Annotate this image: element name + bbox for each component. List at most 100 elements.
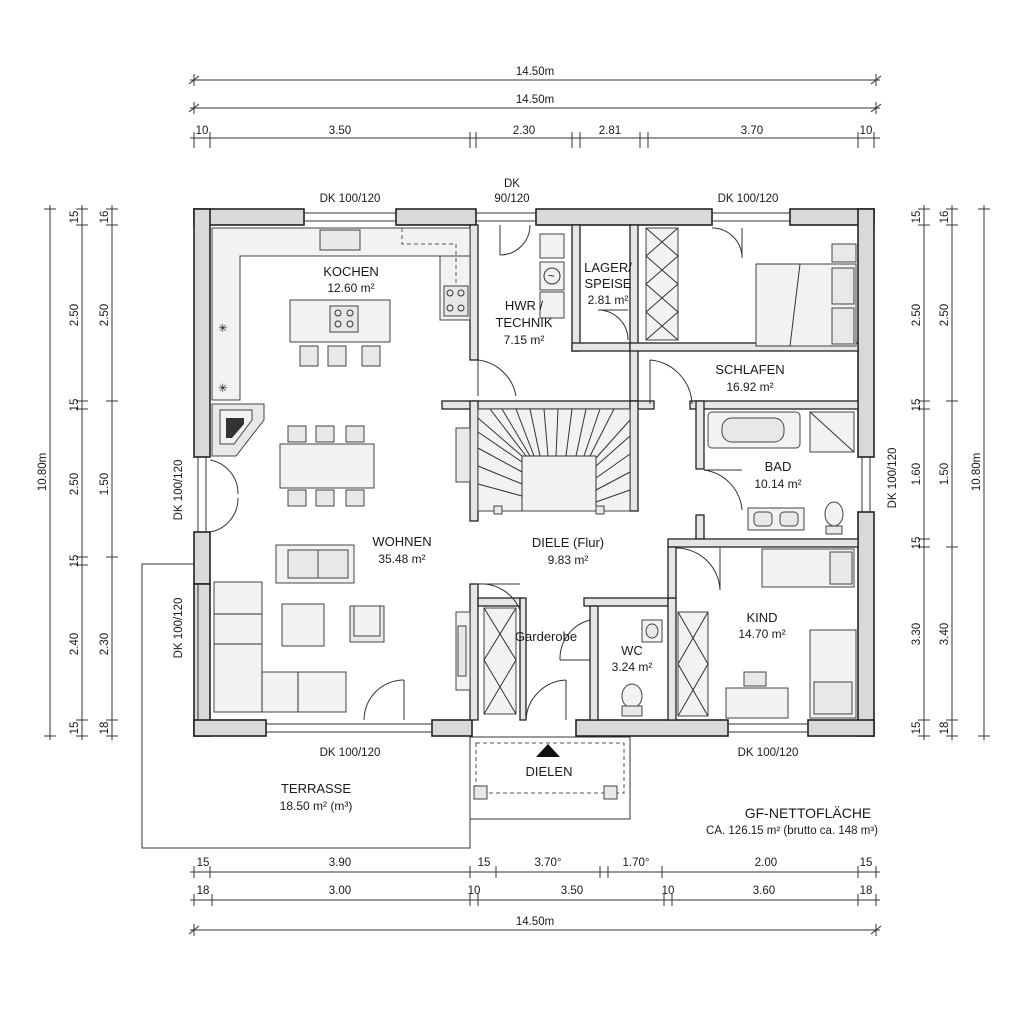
bottom-dimensions: 15 3.90 15 3.70° 1.70° 2.00 15 18 3.00 1…: [188, 857, 882, 936]
room-dielen-name: DIELEN: [526, 764, 573, 779]
room-hwr-area: 7.15 m²: [504, 333, 545, 347]
bed-double: [755, 243, 857, 347]
window-label-kochen-top: DK 100/120: [320, 193, 381, 205]
room-kochen-name: KOCHEN: [323, 264, 379, 279]
dim-bottom-r1-6: 15: [860, 857, 873, 869]
dim-left-inner-4: 18: [99, 722, 111, 735]
room-hwr-name2: TECHNIK: [495, 315, 552, 330]
room-kochen-area: 12.60 m²: [327, 281, 374, 295]
dim-right-outer-3: 3.40: [939, 623, 951, 645]
dim-left-inner-1: 2.50: [99, 304, 111, 326]
window-labels: DK 100/120 DK 90/120 DK 100/120 DK 100/1…: [173, 178, 899, 759]
window-label-schlafen-top: DK 100/120: [718, 193, 779, 205]
entrance-porch: [469, 736, 631, 820]
dim-left-inner-0: 16: [99, 211, 111, 224]
wc-fixtures: [621, 619, 663, 717]
dim-bottom-r1-0: 15: [197, 857, 210, 869]
exterior-walls: [193, 208, 875, 737]
right-dimensions: 15 2.50 15 1.60 15 3.30 15 16 2.50 1.50 …: [911, 205, 990, 740]
room-garderobe-name: Garderobe: [515, 629, 577, 644]
room-wc-area: 3.24 m²: [612, 660, 653, 674]
room-bad-area: 10.14 m²: [754, 477, 801, 491]
dim-left-outer-4: 15: [69, 555, 81, 568]
dim-right-inner-3: 1.60: [911, 463, 923, 485]
svg-text:✳: ✳: [218, 383, 228, 395]
top-dimensions: 14.50m 14.50m 10 3.50 2.30 2.81 3.70 10: [188, 66, 882, 148]
sink-icon: [319, 229, 361, 251]
dim-top-total-1: 14.50m: [516, 66, 554, 78]
dim-left-inner-2: 1.50: [99, 473, 111, 495]
dim-bottom-r1-4: 1.70°: [623, 857, 650, 869]
summary-title: GF-NETTOFLÄCHE: [745, 805, 872, 821]
dim-top-seg-5: 10: [860, 125, 873, 137]
room-kind-name: KIND: [746, 610, 777, 625]
dim-top-total-2: 14.50m: [516, 94, 554, 106]
dim-left-outer-1: 2.50: [69, 304, 81, 326]
door-swings: [209, 224, 743, 721]
dim-left-outer-3: 2.50: [69, 473, 81, 495]
dim-right-outer-1: 2.50: [939, 304, 951, 326]
room-bad-name: BAD: [765, 459, 792, 474]
dim-top-seg-4: 3.70: [741, 125, 763, 137]
window-label-wohnen-bottom: DK 100/120: [320, 747, 381, 759]
dim-top-seg-3: 2.81: [599, 125, 621, 137]
fireplace: [211, 403, 265, 457]
wardrobes: [455, 227, 709, 717]
dim-right-inner-1: 2.50: [911, 304, 923, 326]
dim-left-outer-0: 15: [69, 211, 81, 224]
dim-left-outer-2: 15: [69, 399, 81, 412]
dim-bottom-r2-4: 10: [662, 885, 675, 897]
dim-bottom-r2-3: 3.50: [561, 885, 583, 897]
dim-right-inner-5: 3.30: [911, 623, 923, 645]
dim-bottom-r1-5: 2.00: [755, 857, 777, 869]
dim-right-inner-0: 15: [911, 211, 923, 224]
dim-bottom-total: 14.50m: [516, 916, 554, 928]
staircase: [455, 408, 631, 515]
dim-bottom-r2-6: 18: [860, 885, 873, 897]
room-wc-name: WC: [621, 643, 643, 658]
window-label-bad-right: DK 100/120: [887, 448, 899, 509]
room-labels: KOCHEN 12.60 m² HWR / TECHNIK 7.15 m² LA…: [280, 260, 802, 813]
dim-right-outer-4: 18: [939, 722, 951, 735]
dim-bottom-r2-0: 18: [197, 885, 210, 897]
room-terrasse-name: TERRASSE: [281, 781, 351, 796]
room-kind-area: 14.70 m²: [738, 627, 785, 641]
dim-right-outer-2: 1.50: [939, 463, 951, 485]
dim-right-inner-2: 15: [911, 399, 923, 412]
hwr-appliances: ~: [539, 233, 565, 319]
room-schlafen-name: SCHLAFEN: [715, 362, 784, 377]
dim-right-total: 10.80m: [971, 453, 983, 491]
windows: [197, 212, 871, 733]
svg-text:~: ~: [548, 271, 555, 283]
living-furniture: [213, 544, 385, 713]
dim-right-inner-4: 15: [911, 537, 923, 550]
room-lager-name: LAGER/: [584, 260, 632, 275]
area-summary: GF-NETTOFLÄCHE CA. 126.15 m² (brutto ca.…: [706, 805, 878, 837]
room-wohnen-name: WOHNEN: [372, 534, 431, 549]
dim-top-seg-1: 3.50: [329, 125, 351, 137]
room-hwr-name: HWR /: [505, 298, 544, 313]
room-lager-area: 2.81 m²: [588, 293, 629, 307]
room-diele-area: 9.83 m²: [548, 553, 589, 567]
room-wohnen-area: 35.48 m²: [378, 552, 425, 566]
dim-bottom-r2-2: 10: [468, 885, 481, 897]
window-label-wohnen-left-upper: DK 100/120: [173, 460, 185, 521]
dim-bottom-r1-3: 3.70°: [535, 857, 562, 869]
wc-toilet-icon: [621, 683, 643, 709]
svg-text:✳: ✳: [218, 323, 228, 335]
dim-bottom-r1-2: 15: [478, 857, 491, 869]
dim-right-outer-0: 16: [939, 211, 951, 224]
left-dimensions: 10.80m 15 2.50 15 2.50 15 2.40 15 16 2.5…: [37, 205, 118, 740]
room-lager-name2: SPEISE: [585, 276, 632, 291]
kids-furniture: [725, 548, 857, 719]
window-label-hwr-top-1: DK: [504, 178, 520, 190]
summary-detail: CA. 126.15 m² (brutto ca. 148 m³): [706, 825, 878, 837]
bathroom-fixtures: [707, 411, 855, 535]
dim-top-seg-0: 10: [196, 125, 209, 137]
room-terrasse-area: 18.50 m² (m³): [280, 799, 353, 813]
dim-bottom-r1-1: 3.90: [329, 857, 351, 869]
dim-left-outer-5: 2.40: [69, 633, 81, 655]
room-schlafen-area: 16.92 m²: [726, 380, 773, 394]
window-label-kind-bottom: DK 100/120: [738, 747, 799, 759]
